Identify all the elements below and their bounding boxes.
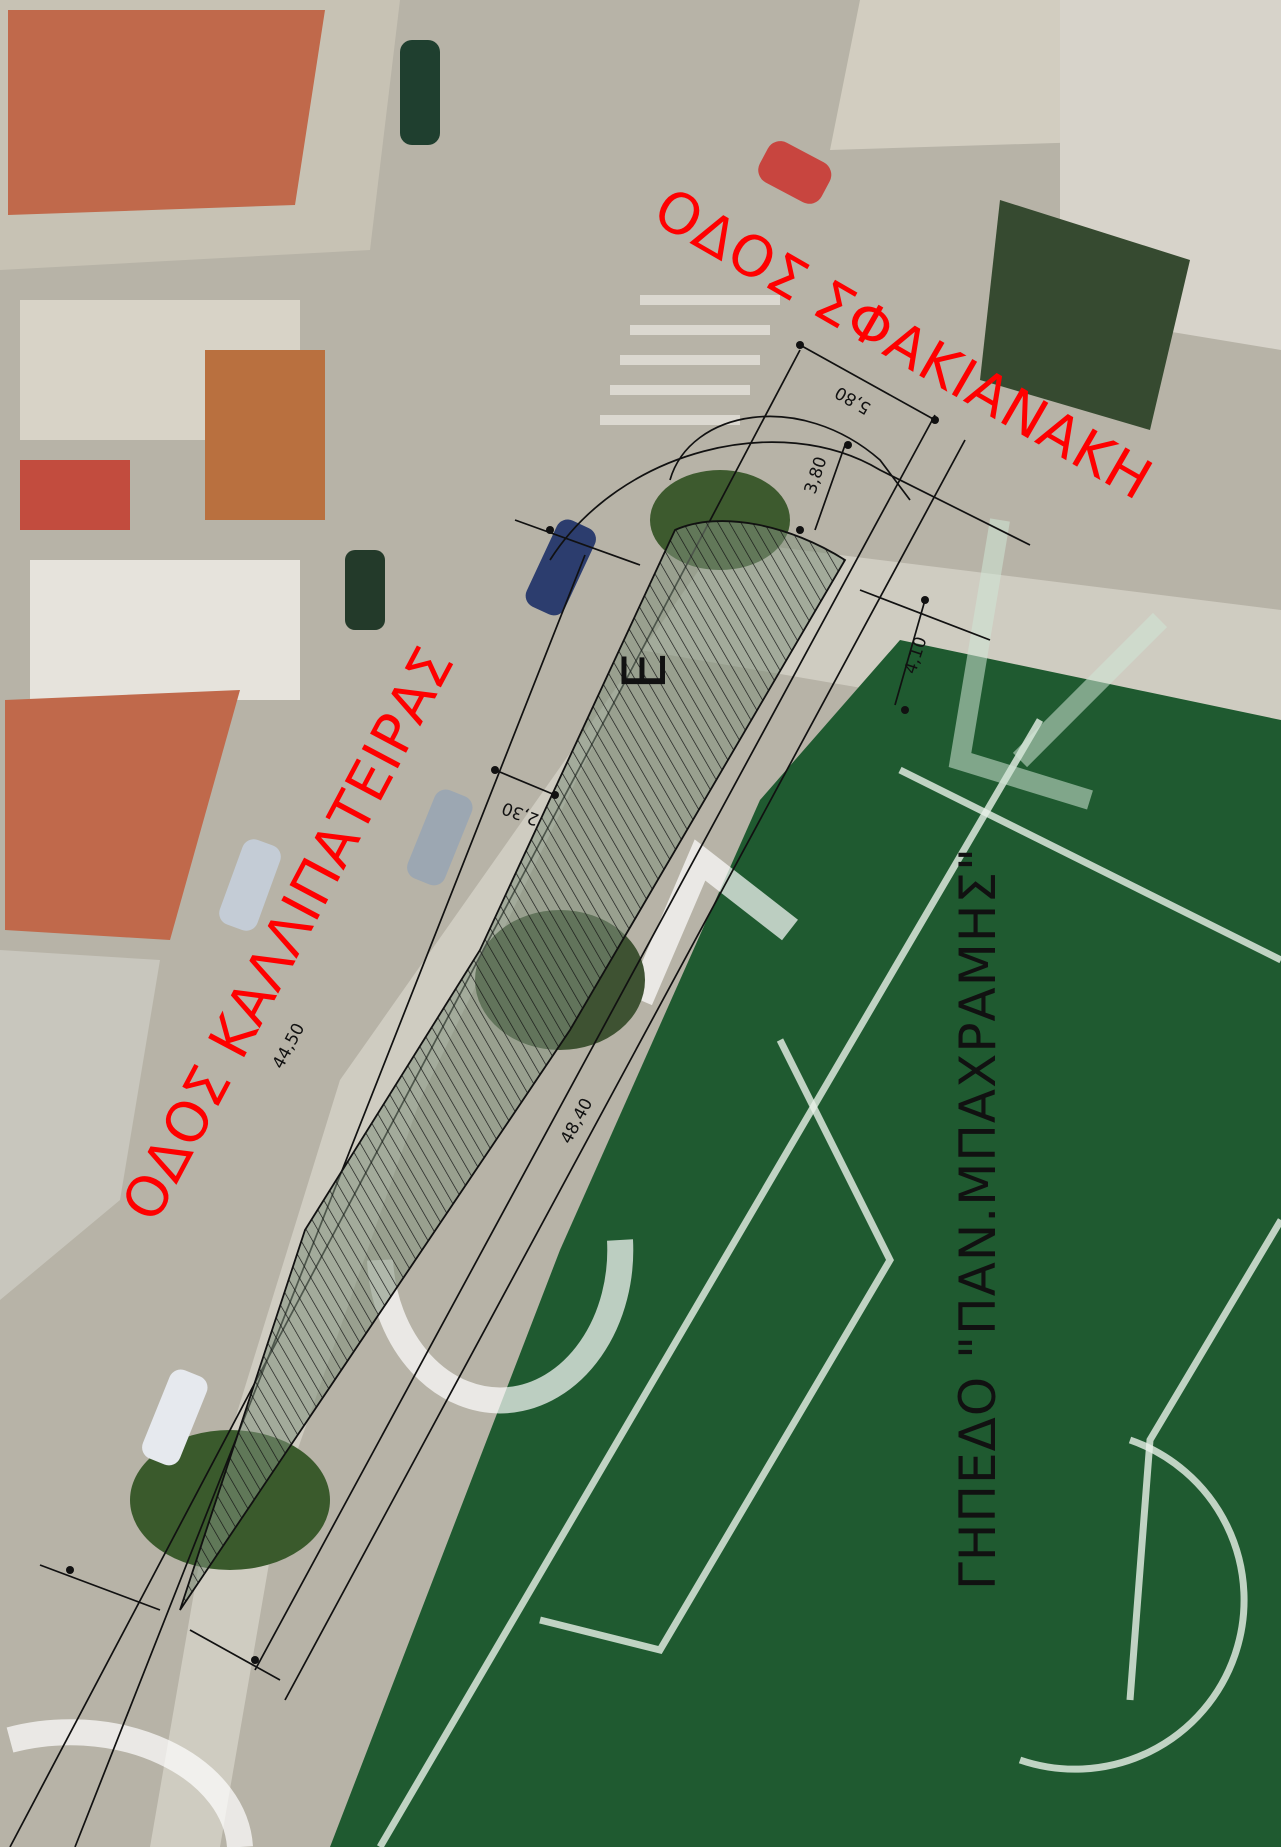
roof-orange [8, 10, 325, 215]
outer-curve [549, 441, 1031, 561]
roof-orange-small [205, 350, 325, 520]
dimension-line [514, 519, 641, 566]
dimension-line [799, 344, 936, 421]
car [219, 839, 281, 931]
car [345, 550, 385, 630]
car [758, 141, 832, 204]
car [407, 789, 473, 886]
pitch-markings [376, 718, 1281, 1847]
painted-letters [6, 839, 798, 1847]
venue-label: ΓΗΠΕΔΟ "ΠΑΝ.ΜΠΑΧΡΑΜΗΣ" [949, 847, 1007, 1590]
dimension-line [189, 1629, 281, 1681]
plot-label: Ε [610, 652, 680, 690]
car [142, 1369, 208, 1466]
roof-orange [5, 690, 240, 940]
building-block [0, 950, 160, 1300]
dimension-line [814, 444, 846, 531]
building-roof [30, 560, 300, 700]
plot-area-e [179, 520, 847, 1611]
dimension-line [494, 769, 556, 796]
kerb-arc [669, 415, 911, 501]
dimension-line [894, 599, 926, 706]
car [400, 40, 440, 145]
dimension-line [859, 589, 991, 641]
boundary-line [254, 414, 936, 1671]
painted-letters-faint [948, 518, 1168, 810]
dimension-line [39, 1564, 161, 1611]
trees [980, 200, 1190, 430]
boundary-line [284, 439, 966, 1701]
roof-red [20, 460, 130, 530]
survey-points [66, 341, 939, 1664]
zebra-crossing [600, 295, 780, 425]
pitch [330, 640, 1281, 1847]
